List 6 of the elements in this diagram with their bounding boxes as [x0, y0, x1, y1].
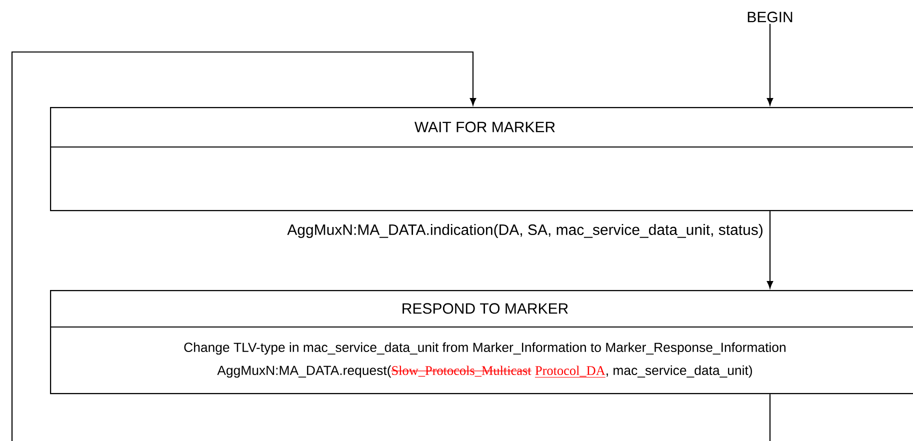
edge-label: AggMuxN:MA_DATA.indication(DA, SA, mac_service_data_unit, status)	[286, 223, 764, 239]
state-box: WAIT FOR MARKER	[50, 107, 913, 212]
arrow	[766, 24, 774, 106]
start-label: BEGIN	[748, 12, 792, 22]
arrow	[11, 51, 476, 441]
arrow	[766, 211, 774, 288]
